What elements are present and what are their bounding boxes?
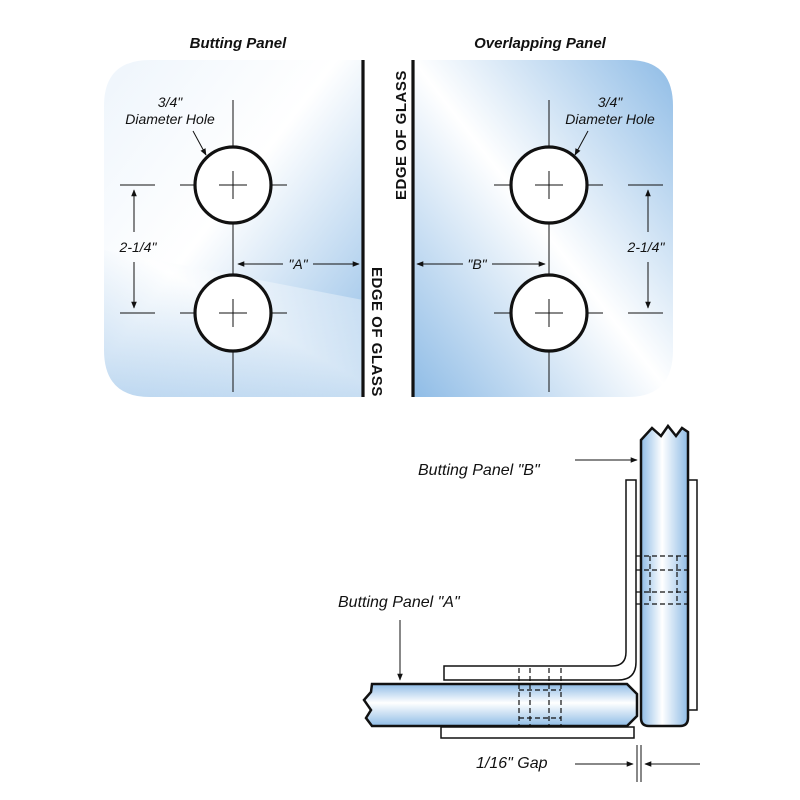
- butting-spacing-label: 2-1/4": [119, 239, 158, 255]
- butting-hole-label: Diameter Hole: [125, 111, 215, 127]
- dim-a-label: "A": [288, 256, 308, 272]
- edge-of-glass-label-upper: EDGE OF GLASS: [393, 70, 410, 200]
- panel-b-glass: [639, 423, 690, 728]
- butting-hole-size: 3/4": [158, 94, 183, 110]
- gap-label: 1/16" Gap: [476, 755, 548, 772]
- overlapping-spacing-dimension: [628, 184, 663, 314]
- bracket-plate-right: [687, 479, 698, 711]
- overlapping-panel-glass: [413, 60, 673, 397]
- overlapping-hole-label: Diameter Hole: [565, 111, 655, 127]
- bracket-plate-corner: [443, 479, 637, 681]
- overlapping-panel-title: Overlapping Panel: [474, 35, 607, 52]
- dim-b-label: "B": [467, 256, 487, 272]
- butting-panel-title: Butting Panel: [190, 35, 287, 52]
- butting-spacing-dimension: [120, 184, 155, 314]
- bracket-plate-bottom: [440, 726, 635, 739]
- panel-a-label: Butting Panel "A": [338, 594, 461, 611]
- panel-a-glass: [362, 682, 639, 728]
- overlapping-hole-leader: [574, 130, 589, 156]
- overlapping-spacing-label: 2-1/4": [627, 239, 666, 255]
- edge-of-glass-label-lower: EDGE OF GLASS: [368, 267, 385, 397]
- overlapping-hole-size: 3/4": [598, 94, 623, 110]
- panel-a-fastener-hidden: [518, 668, 562, 727]
- gap-dimension: [575, 745, 700, 782]
- panel-b-fastener-hidden: [636, 555, 688, 605]
- panel-b-label: Butting Panel "B": [418, 462, 541, 479]
- butting-hole-leader: [192, 130, 207, 156]
